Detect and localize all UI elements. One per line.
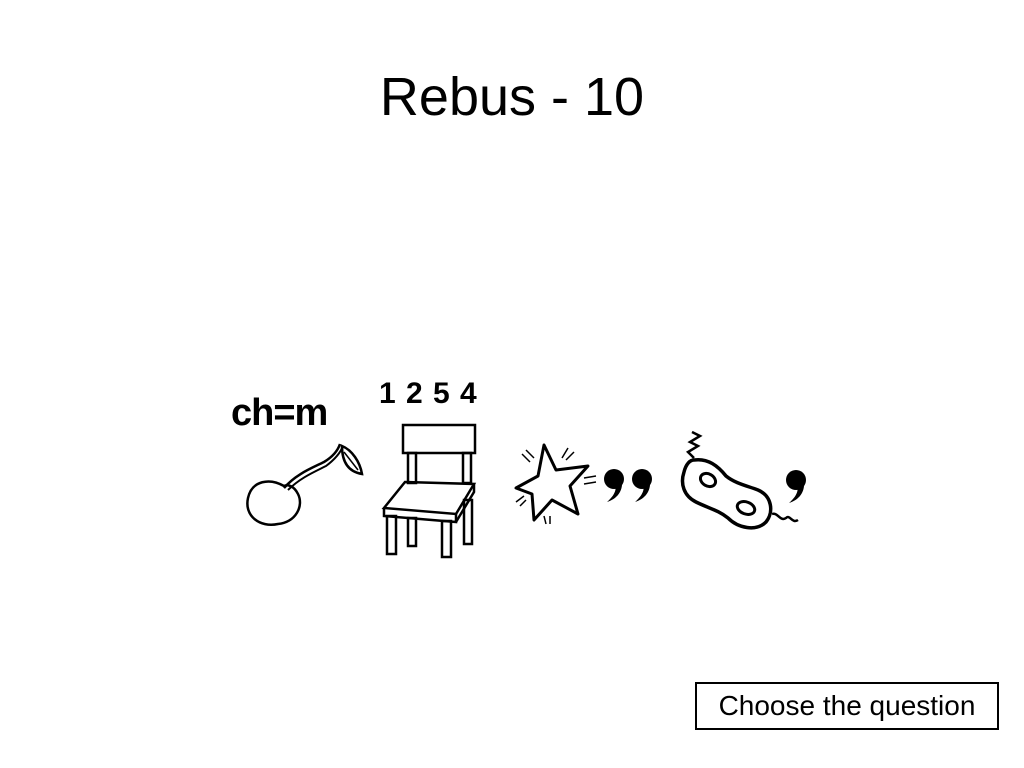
rebus-hint-letter-swap: ch=m bbox=[231, 392, 328, 434]
comma-icon bbox=[786, 470, 806, 503]
chair-icon bbox=[381, 423, 477, 559]
star-icon bbox=[514, 443, 597, 525]
choose-question-button[interactable]: Choose the question bbox=[695, 682, 999, 730]
slide-title: Rebus - 10 bbox=[379, 67, 645, 127]
cherry-icon bbox=[246, 443, 364, 527]
mask-icon bbox=[680, 430, 799, 530]
double-comma-icon bbox=[604, 469, 652, 502]
rebus-hint-letter-order: 1 2 5 4 bbox=[379, 377, 478, 410]
